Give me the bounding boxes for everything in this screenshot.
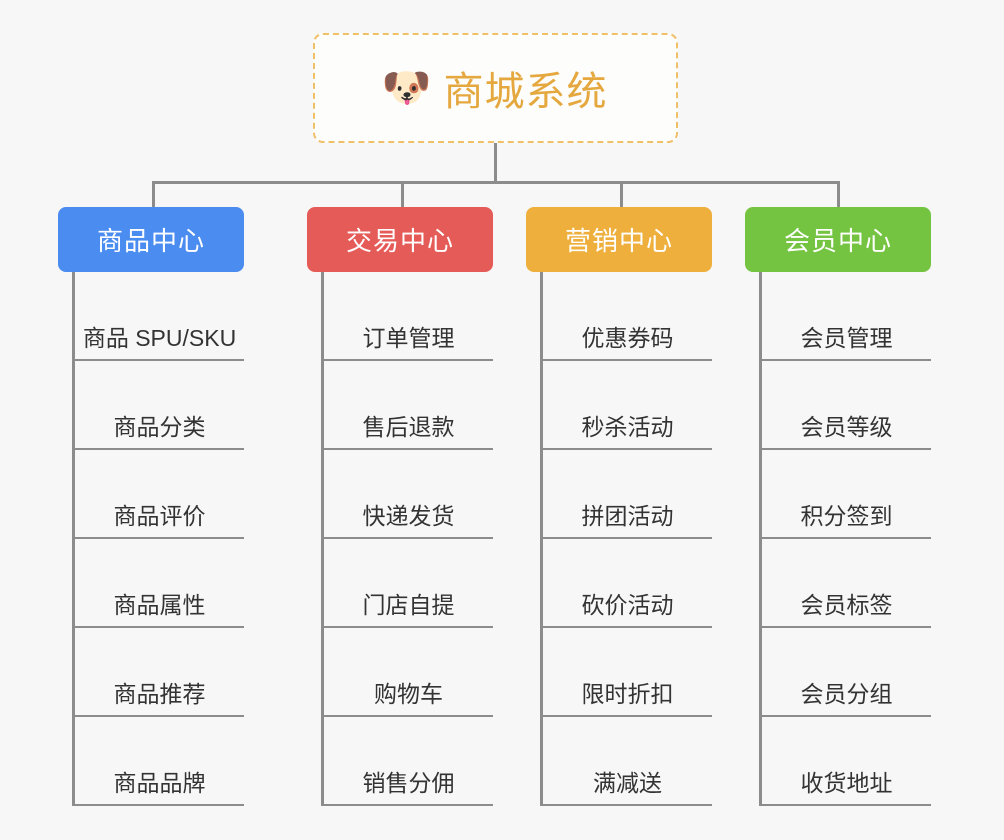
category-header-trade-center[interactable]: 交易中心 (307, 207, 493, 272)
leaf-item[interactable]: 积分签到 (762, 450, 931, 539)
leaf-item[interactable]: 商品分类 (75, 361, 244, 450)
leaf-item[interactable]: 限时折扣 (543, 628, 712, 717)
leaf-label: 会员标签 (800, 592, 893, 619)
branch-member-center: 会员中心 会员管理 会员等级 积分签到 会员标签 会员分组 收货地址 (745, 207, 931, 806)
category-header-member-center[interactable]: 会员中心 (745, 207, 931, 272)
leaf-label: 订单管理 (362, 325, 455, 352)
leaf-item[interactable]: 收货地址 (762, 717, 931, 806)
drop-connector-member-center (837, 181, 840, 208)
leaf-label: 门店自提 (362, 592, 455, 619)
leaf-label: 砍价活动 (581, 592, 674, 619)
leaf-label: 会员管理 (800, 325, 893, 352)
category-label: 商品中心 (96, 226, 205, 256)
leaf-list-member-center: 会员管理 会员等级 积分签到 会员标签 会员分组 收货地址 (759, 272, 931, 806)
category-label: 营销中心 (564, 226, 673, 256)
root-stem-connector (494, 143, 497, 183)
leaf-label: 满减送 (593, 770, 662, 797)
branch-product-center: 商品中心 商品 SPU/SKU 商品分类 商品评价 商品属性 商品推荐 商品品牌 (58, 207, 244, 806)
leaf-list-trade-center: 订单管理 售后退款 快递发货 门店自提 购物车 销售分佣 (321, 272, 493, 806)
leaf-item[interactable]: 会员标签 (762, 539, 931, 628)
leaf-item[interactable]: 商品属性 (75, 539, 244, 628)
leaf-label: 购物车 (374, 681, 443, 708)
leaf-label: 商品 SPU/SKU (82, 325, 237, 352)
leaf-item[interactable]: 砍价活动 (543, 539, 712, 628)
leaf-label: 优惠券码 (581, 325, 674, 352)
leaf-label: 商品品牌 (113, 770, 206, 797)
root-node-mall-system[interactable]: 🐶 商城系统 (313, 33, 678, 143)
leaf-item[interactable]: 秒杀活动 (543, 361, 712, 450)
leaf-label: 会员等级 (800, 414, 893, 441)
drop-connector-trade-center (401, 181, 404, 208)
leaf-item[interactable]: 门店自提 (324, 539, 493, 628)
leaf-item[interactable]: 商品品牌 (75, 717, 244, 806)
leaf-label: 会员分组 (800, 681, 893, 708)
shiba-dog-face-icon: 🐶 (381, 66, 432, 110)
leaf-label: 积分签到 (800, 503, 893, 530)
leaf-item[interactable]: 销售分佣 (324, 717, 493, 806)
drop-connector-marketing-center (620, 181, 623, 208)
leaf-label: 售后退款 (362, 414, 455, 441)
leaf-item[interactable]: 购物车 (324, 628, 493, 717)
branch-trade-center: 交易中心 订单管理 售后退款 快递发货 门店自提 购物车 销售分佣 (307, 207, 493, 806)
leaf-item[interactable]: 拼团活动 (543, 450, 712, 539)
leaf-item[interactable]: 商品推荐 (75, 628, 244, 717)
category-header-marketing-center[interactable]: 营销中心 (526, 207, 712, 272)
leaf-label: 拼团活动 (581, 503, 674, 530)
leaf-item[interactable]: 售后退款 (324, 361, 493, 450)
branch-marketing-center: 营销中心 优惠券码 秒杀活动 拼团活动 砍价活动 限时折扣 满减送 (526, 207, 712, 806)
leaf-label: 秒杀活动 (581, 414, 674, 441)
leaf-label: 商品属性 (113, 592, 206, 619)
leaf-label: 商品评价 (113, 503, 206, 530)
leaf-item[interactable]: 快递发货 (324, 450, 493, 539)
leaf-item[interactable]: 商品评价 (75, 450, 244, 539)
leaf-item[interactable]: 订单管理 (324, 272, 493, 361)
leaf-label: 销售分佣 (362, 770, 455, 797)
leaf-item[interactable]: 会员分组 (762, 628, 931, 717)
leaf-label: 商品分类 (113, 414, 206, 441)
category-header-product-center[interactable]: 商品中心 (58, 207, 244, 272)
horizontal-bus-connector (152, 181, 840, 184)
leaf-item[interactable]: 满减送 (543, 717, 712, 806)
leaf-label: 快递发货 (362, 503, 455, 530)
category-label: 交易中心 (345, 226, 454, 256)
category-label: 会员中心 (783, 226, 892, 256)
drop-connector-product-center (152, 181, 155, 208)
leaf-list-marketing-center: 优惠券码 秒杀活动 拼团活动 砍价活动 限时折扣 满减送 (540, 272, 712, 806)
root-title: 商城系统 (443, 70, 608, 114)
leaf-label: 限时折扣 (581, 681, 674, 708)
leaf-list-product-center: 商品 SPU/SKU 商品分类 商品评价 商品属性 商品推荐 商品品牌 (72, 272, 244, 806)
leaf-label: 商品推荐 (113, 681, 206, 708)
leaf-item[interactable]: 会员管理 (762, 272, 931, 361)
leaf-item[interactable]: 会员等级 (762, 361, 931, 450)
leaf-label: 收货地址 (800, 770, 893, 797)
leaf-item[interactable]: 商品 SPU/SKU (75, 272, 244, 361)
leaf-item[interactable]: 优惠券码 (543, 272, 712, 361)
